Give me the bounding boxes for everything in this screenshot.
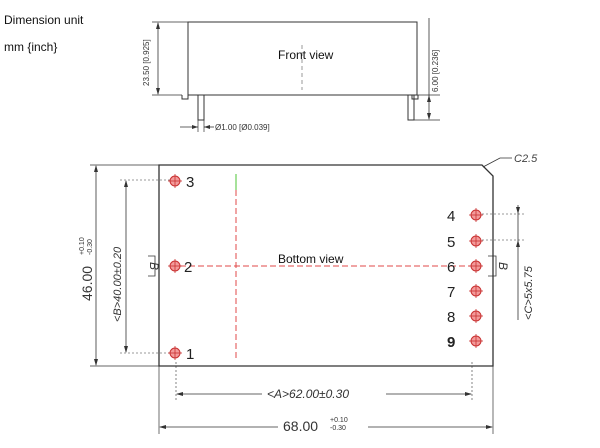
- pin-2-marker: [168, 259, 182, 273]
- b-marker-left: B: [147, 262, 161, 270]
- front-height-label: 23.50 [0.925]: [142, 39, 151, 86]
- dim-68-arrow-left: [159, 425, 166, 429]
- dim-c-arrow-top: [516, 207, 520, 214]
- front-view: [152, 18, 440, 132]
- pin-1-marker: [168, 346, 182, 360]
- pin-7-label: 7: [447, 284, 455, 301]
- dim-b-label: <B>40.00±0.20: [112, 246, 124, 322]
- front-pin-arrow-bottom: [427, 113, 431, 120]
- pin-7-marker: [469, 284, 483, 298]
- dim-46-tol-lower: -0.30: [87, 239, 94, 255]
- dim-b-arrow-top: [124, 180, 128, 187]
- pin-4-label: 4: [447, 208, 455, 225]
- front-dia-arrow-left: [192, 125, 198, 129]
- front-pin-length-label: 6.00 [0.236]: [431, 50, 440, 92]
- dim-68-label: 68.00: [283, 418, 318, 434]
- pin-9-marker: [469, 334, 483, 348]
- dim-68-tol-lower: -0.30: [330, 425, 346, 432]
- pin-8-label: 8: [447, 309, 455, 326]
- corner-chamfer-label: C2.5: [514, 153, 538, 165]
- dim-46-arrow-top: [94, 165, 98, 172]
- b-marker-right-bracket: [488, 255, 497, 277]
- dim-68-arrow-right: [486, 425, 493, 429]
- front-left-foot: [181, 95, 189, 100]
- dim-a-arrow-right: [465, 392, 472, 396]
- bottom-body-outline: [158, 164, 494, 367]
- front-pin-right: [407, 94, 415, 121]
- front-right-foot: [411, 95, 419, 100]
- front-pin-left: [197, 94, 205, 121]
- pin-3-label: 3: [186, 174, 194, 191]
- dim-c-label: <C>5x5.75: [523, 265, 535, 320]
- pin-8-marker: [469, 309, 483, 323]
- front-height-arrow-top: [156, 22, 160, 29]
- front-dia-arrow-right: [204, 125, 210, 129]
- pin-5-label: 5: [447, 234, 455, 251]
- unit-note-line1: Dimension unit: [4, 13, 84, 27]
- bottom-view: [90, 157, 524, 434]
- dim-a-label: <A>62.00±0.30: [267, 387, 349, 401]
- dim-46-label: 46.00: [79, 266, 95, 301]
- b-marker-left-bracket: [148, 255, 156, 277]
- pin-2-label: 2: [184, 259, 192, 276]
- dim-46-tol-upper: +0.10: [79, 237, 86, 255]
- dim-b-arrow-bottom: [124, 346, 128, 353]
- b-marker-right: B: [496, 262, 510, 270]
- front-pin-diameter-label: Ø1.00 [Ø0.039]: [215, 123, 270, 132]
- front-pin-arrow-top: [427, 95, 431, 102]
- pin-6-marker: [469, 259, 483, 273]
- dim-68-tol-upper: +0.10: [330, 417, 348, 424]
- pin-5-marker: [469, 234, 483, 248]
- front-height-arrow-bottom: [156, 88, 160, 95]
- pin-6-label: 6: [447, 259, 455, 276]
- pin-1-label: 1: [186, 346, 194, 363]
- front-view-title: Front view: [278, 48, 334, 62]
- unit-note-line2: mm {inch}: [4, 40, 58, 54]
- dim-46-arrow-bottom: [94, 359, 98, 366]
- dim-c-arrow-bottom: [516, 240, 520, 247]
- bottom-view-title: Bottom view: [278, 252, 344, 266]
- pin-9-label: 9: [447, 334, 455, 351]
- pin-markers: [168, 174, 483, 360]
- pin-3-marker: [168, 174, 182, 188]
- corner-leader: [482, 157, 512, 168]
- dim-46-label-group: 46.00 +0.10 -0.30: [79, 237, 95, 301]
- front-body: [187, 21, 418, 96]
- dim-a-arrow-left: [176, 392, 183, 396]
- pin-4-marker: [469, 208, 483, 222]
